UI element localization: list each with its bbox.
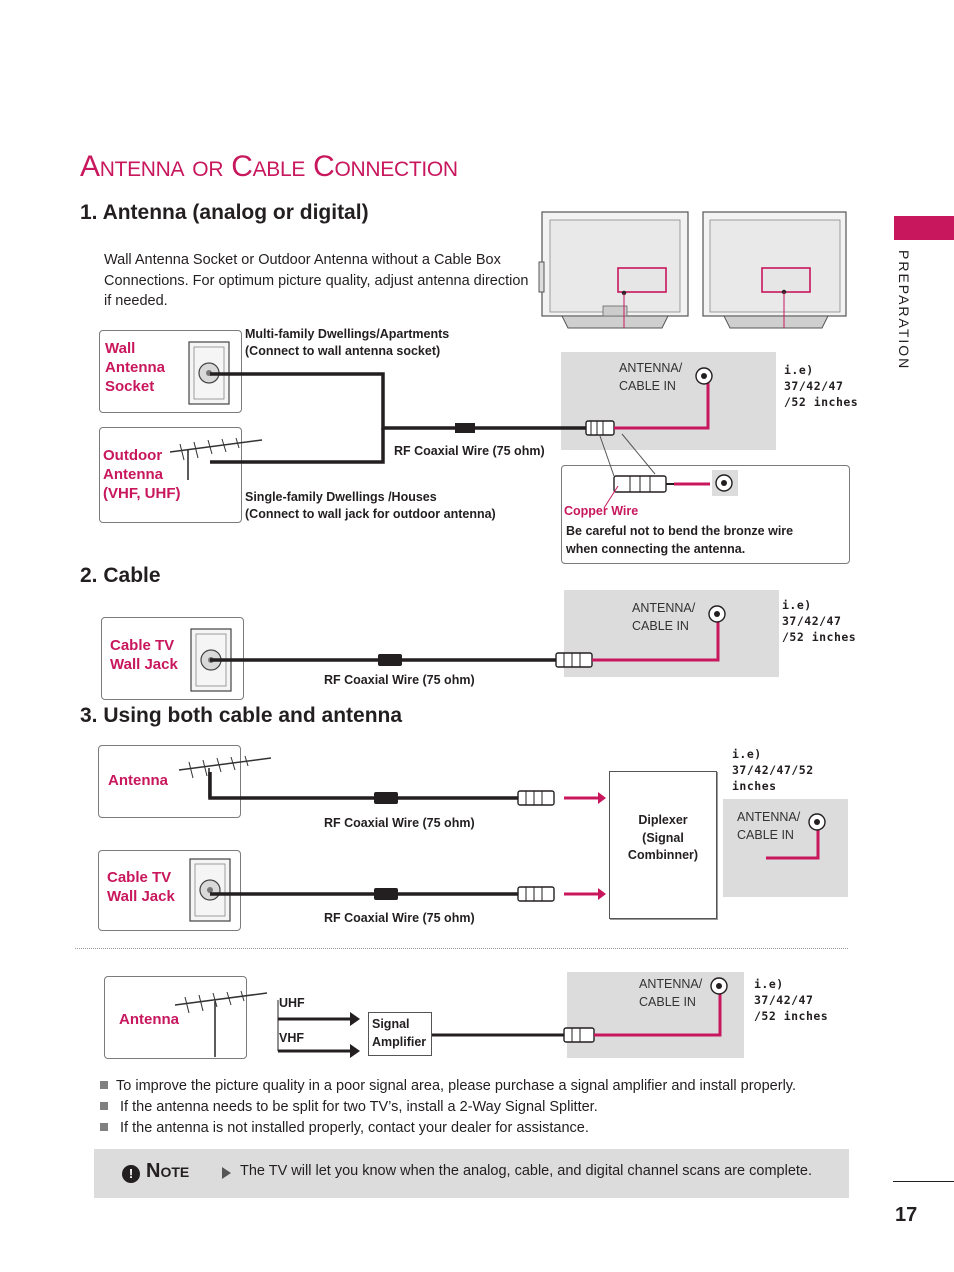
section3-tv-input-line1: ANTENNA/ [737, 810, 801, 824]
page-title: Antenna or Cable Connection [80, 150, 458, 183]
section3-antenna-icon [178, 755, 272, 798]
section1-heading: 1. Antenna (analog or digital) [80, 201, 369, 224]
section-divider [75, 948, 848, 949]
section4-antenna-box: Antenna [104, 976, 268, 1059]
single-family-line1: Single-family Dwellings /Houses [245, 490, 437, 504]
section3-tv-input-panel: ANTENNA/ CABLE IN [723, 799, 848, 897]
wall-antenna-socket-box: Wall Antenna Socket [99, 330, 242, 413]
section2-jack-label: Cable TV Wall Jack [110, 637, 178, 673]
side-tab-label: PREPARATION [896, 250, 912, 371]
section4-wiring [277, 977, 728, 1058]
tv-back-illustrations [538, 211, 847, 329]
bullet-square-icon [100, 1081, 108, 1089]
section3-cable-label-2: RF Coaxial Wire (75 ohm) [324, 911, 475, 925]
uhf-label: UHF [279, 996, 305, 1010]
section1-tv-input-line2: CABLE IN [619, 379, 676, 393]
section4-tv-input-line1: ANTENNA/ [639, 977, 703, 991]
section1-cable-label: RF Coaxial Wire (75 ohm) [394, 444, 545, 458]
section1-ie-line2: 37/42/47 [784, 379, 844, 393]
section3-tv-input-line2: CABLE IN [737, 828, 794, 842]
tip-item: If the antenna is not installed properly… [100, 1118, 796, 1139]
outdoor-antenna-icon [169, 437, 263, 480]
amp-line2: Amplifier [372, 1035, 427, 1049]
section2-tv-input-line2: CABLE IN [632, 619, 689, 633]
section1-tv-input-panel: ANTENNA/ CABLE IN [561, 352, 776, 450]
section4-antenna-icon [174, 990, 268, 1057]
section2-heading: 2. Cable [80, 564, 161, 587]
copper-warning-line1: Be careful not to bend the bronze wire [566, 524, 794, 538]
diplexer-box: Diplexer (Signal Combinner) [609, 771, 717, 919]
single-family-line2: (Connect to wall jack for outdoor antenn… [245, 507, 496, 521]
section3-cable-jack-box: Cable TV Wall Jack [98, 850, 241, 931]
section2-wiring [210, 605, 726, 668]
section1-wiring [210, 367, 738, 509]
section3-cable-jack-icon [189, 858, 231, 922]
footer-rule [893, 1181, 954, 1182]
wall-antenna-socket-label: Wall Antenna Socket [105, 340, 165, 395]
page-number: 17 [895, 1204, 918, 1226]
section2-tv-input-panel: ANTENNA/ CABLE IN [564, 590, 779, 677]
exclamation-icon: ! [122, 1165, 140, 1183]
section3-ie-line1: i.e) [732, 747, 762, 761]
note-label: Note [146, 1160, 190, 1182]
outdoor-antenna-label: Outdoor Antenna (VHF, UHF) [103, 447, 181, 502]
copper-wire-label: Copper Wire [564, 504, 639, 518]
copper-warning-line2: when connecting the antenna. [566, 542, 746, 556]
tv-back-left [538, 211, 689, 329]
section1-intro: Wall Antenna Socket or Outdoor Antenna w… [104, 252, 529, 309]
section2-ie-line3: /52 inches [782, 630, 857, 644]
diplexer-line1: Diplexer [638, 813, 688, 827]
triangle-right-icon [222, 1167, 231, 1179]
section3-heading: 3. Using both cable and antenna [80, 704, 403, 727]
section3-wiring [208, 772, 826, 902]
section1-tv-input-line1: ANTENNA/ [619, 361, 683, 375]
tip-item: To improve the picture quality in a poor… [100, 1076, 796, 1097]
section3-cable-label-1: RF Coaxial Wire (75 ohm) [324, 816, 475, 830]
section4-antenna-label: Antenna [119, 1011, 179, 1028]
section4-ie-line2: 37/42/47 [754, 993, 814, 1007]
section4-tv-input-line2: CABLE IN [639, 995, 696, 1009]
vhf-label: VHF [279, 1031, 304, 1045]
section2-ie-line1: i.e) [782, 598, 812, 612]
bullet-square-icon [100, 1123, 108, 1131]
diplexer-line3: Combinner) [627, 848, 699, 862]
section1-ie-line3: /52 inches [784, 395, 859, 409]
section2-cable-label: RF Coaxial Wire (75 ohm) [324, 673, 475, 687]
signal-amplifier-box: Signal Amplifier [368, 1012, 432, 1056]
side-tab-marker [894, 216, 954, 240]
section3-ie-line2: 37/42/47/52 [732, 763, 814, 777]
note-bar: ! Note The TV will let you know when the… [94, 1149, 849, 1198]
section3-antenna-box: Antenna [98, 745, 272, 818]
section3-jack-label: Cable TV Wall Jack [107, 869, 175, 905]
section4-ie-line1: i.e) [754, 977, 784, 991]
tip-text: If the antenna is not installed properly… [120, 1120, 589, 1136]
section2-tv-input-line1: ANTENNA/ [632, 601, 696, 615]
section3-ie-line3: inches [732, 779, 777, 793]
amp-line1: Signal [372, 1017, 410, 1031]
section1-ie-line1: i.e) [784, 363, 814, 377]
bullet-square-icon [100, 1102, 108, 1110]
section2-ie-line2: 37/42/47 [782, 614, 842, 628]
multi-family-line2: (Connect to wall antenna socket) [245, 344, 441, 358]
tip-text: If the antenna needs to be split for two… [120, 1099, 598, 1115]
outdoor-antenna-box: Outdoor Antenna (VHF, UHF) [99, 427, 263, 523]
note-text: The TV will let you know when the analog… [240, 1163, 813, 1179]
diplexer-line2: (Signal [642, 831, 684, 845]
section4-ie-line3: /52 inches [754, 1009, 829, 1023]
tip-item: If the antenna needs to be split for two… [100, 1097, 796, 1118]
copper-wire-warning-box: Copper Wire Be careful not to bend the b… [561, 465, 850, 564]
multi-family-line1: Multi-family Dwellings/Apartments [245, 327, 450, 341]
tip-text: To improve the picture quality in a poor… [116, 1078, 796, 1094]
section3-antenna-label: Antenna [108, 772, 168, 789]
tips-list: To improve the picture quality in a poor… [100, 1076, 796, 1139]
tv-back-right [702, 211, 847, 329]
